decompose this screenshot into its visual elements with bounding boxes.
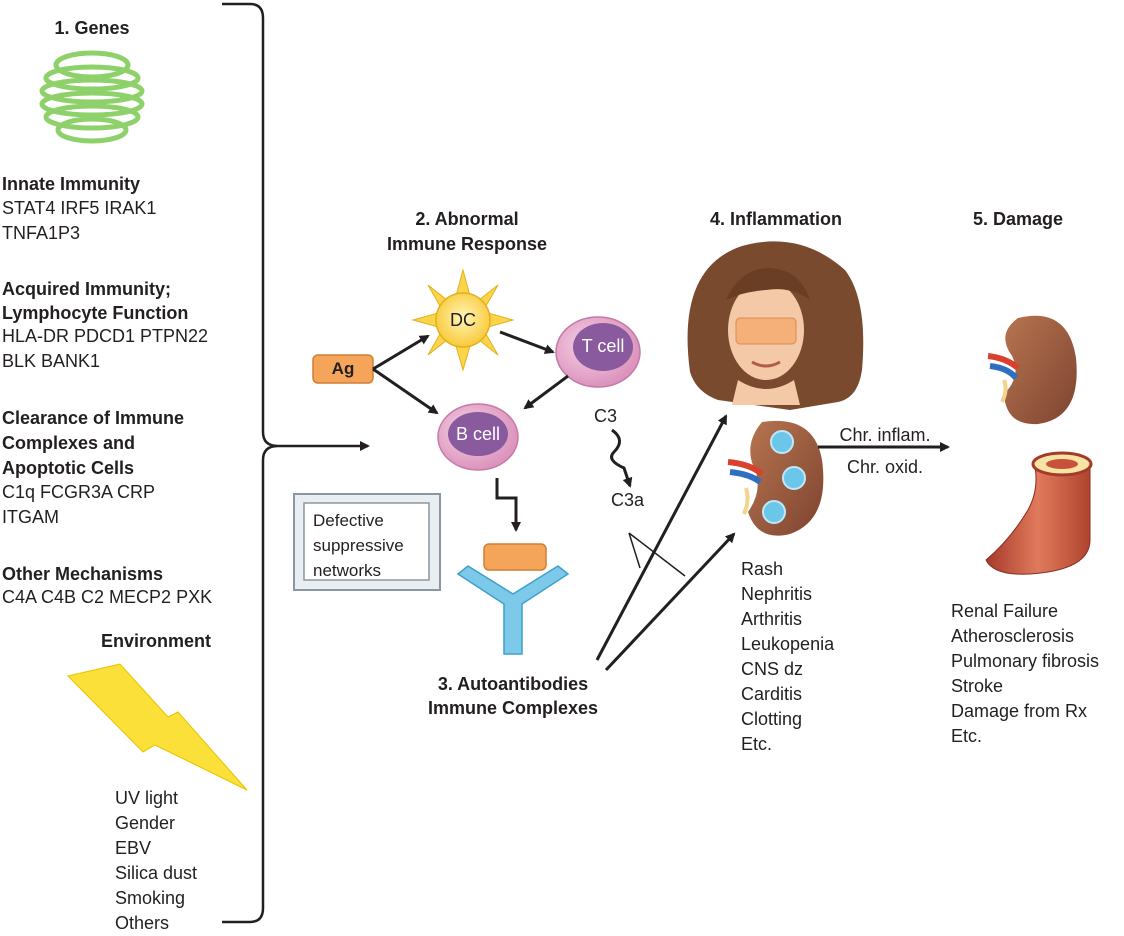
clearance-heading-3: Apoptotic Cells [2,458,135,478]
chr-oxid-label: Chr. oxid. [846,457,924,477]
arrow-ag-dc [372,334,430,371]
t-cell-icon [555,316,641,388]
dc-label: DC [450,310,476,330]
acquired-genes: HLA-DR PDCD1 PTPN22 BLK BANK1 [2,324,208,374]
environment-item: Silica dust [115,863,198,883]
damage-item: Atherosclerosis [951,626,1075,646]
arrow-bcell-antibody [495,478,521,532]
environment-list: UV light Gender EBV Silica dust Smoking … [115,786,197,936]
defective-line: networks [313,561,382,580]
arrow-tcell-bcell [523,374,569,410]
arrow-c3-c3a [610,428,633,488]
damage-item: Renal Failure [951,601,1059,621]
inflammation-item: Nephritis [741,584,813,604]
t-cell-label: T cell [581,336,625,356]
autoantibodies-title-2: Immune Complexes [427,698,599,718]
defective-box-inner [303,502,430,581]
genes-bracket [222,2,279,924]
damage-item: Etc. [951,726,983,746]
gene-line: HLA-DR PDCD1 PTPN22 [2,326,209,346]
inflammation-item: Rash [741,559,784,579]
environment-item: EBV [115,838,152,858]
chr-inflam-label: Chr. inflam. [839,425,931,445]
innate-genes: STAT4 IRF5 IRAK1 TNFA1P3 [2,196,156,246]
acquired-heading-1: Acquired Immunity; [2,279,172,299]
lightning-icon [67,663,248,791]
environment-item: UV light [115,788,179,808]
defective-line: Defective [313,511,384,530]
environment-item: Others [115,913,170,933]
environment-item: Gender [115,813,176,833]
environment-item: Smoking [115,888,186,908]
damage-item: Damage from Rx [951,701,1088,721]
clearance-genes: C1q FCGR3A CRP ITGAM [2,480,155,530]
antibody-icon [456,543,570,655]
innate-heading: Innate Immunity [2,174,141,194]
gene-line: BLK BANK1 [2,351,101,371]
environment-title: Environment [100,631,212,651]
b-cell-label: B cell [455,424,501,444]
inflammation-item: CNS dz [741,659,804,679]
defective-line: suppressive [313,536,404,555]
c3a-label: C3a [611,490,645,510]
defective-networks-label: Defective suppressive networks [313,508,404,583]
other-genes: C4A C4B C2 MECP2 PXK [2,585,212,610]
clearance-heading-2: Complexes and [2,433,136,453]
acquired-heading-2: Lymphocyte Function [2,303,189,323]
inflammation-item: Arthritis [741,609,803,629]
gene-line: C1q FCGR3A CRP [2,482,156,502]
inflammation-item: Leukopenia [741,634,835,654]
damage-title: 5. Damage [972,209,1064,229]
b-cell-icon [437,403,519,471]
other-heading: Other Mechanisms [2,564,164,584]
face-icon [687,241,864,410]
inflammation-item: Clotting [741,709,803,729]
arrow-ag-bcell [372,367,439,415]
artery-icon [985,451,1093,575]
dendritic-cell-icon [411,268,515,372]
arrow-to-kidney [604,532,736,672]
response-title-1: 2. Abnormal [415,209,519,229]
gene-line: STAT4 IRF5 IRAK1 [2,198,157,218]
inflamed-kidney-icon [727,420,824,536]
clearance-heading-1: Clearance of Immune [2,408,185,428]
c3-label: C3 [594,406,618,426]
damage-item: Pulmonary fibrosis [951,651,1100,671]
arrow-to-face [595,414,728,661]
response-title-2: Immune Response [386,234,548,254]
gene-line: ITGAM [2,507,59,527]
damage-list: Renal Failure Atherosclerosis Pulmonary … [951,599,1099,749]
autoantibodies-title-1: 3. Autoantibodies [437,674,589,694]
kidney-icon [987,315,1077,425]
ag-label: Ag [331,359,355,378]
inflammation-list: Rash Nephritis Arthritis Leukopenia CNS … [741,557,834,757]
genes-title: 1. Genes [54,18,130,38]
gene-line: TNFA1P3 [2,223,81,243]
gene-line: C4A C4B C2 MECP2 PXK [2,587,213,607]
damage-item: Stroke [951,676,1004,696]
arrow-dc-tcell [499,330,555,354]
gene-coil-icon [39,50,145,144]
inflammation-item: Carditis [741,684,803,704]
inflammation-title: 4. Inflammation [709,209,843,229]
inflammation-item: Etc. [741,734,773,754]
